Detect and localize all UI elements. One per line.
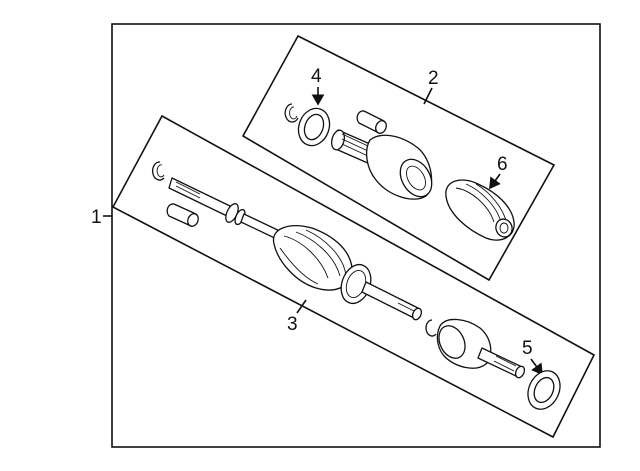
callout-5-arrow bbox=[530, 358, 543, 376]
dust-plug-upper bbox=[356, 110, 387, 134]
snap-ring-part bbox=[297, 107, 331, 147]
callout-2-label: 2 bbox=[428, 68, 439, 89]
callout-2-leader bbox=[423, 87, 433, 105]
c-clip-left bbox=[151, 161, 165, 181]
callout-6-label: 6 bbox=[497, 154, 508, 175]
callout-1-label: 1 bbox=[91, 207, 102, 228]
callout-6-arrow bbox=[489, 173, 501, 190]
outer-frame bbox=[111, 23, 601, 448]
callout-4-label: 4 bbox=[311, 66, 322, 87]
seal-ring-part bbox=[527, 370, 561, 410]
callout-5-label: 5 bbox=[522, 338, 533, 359]
dust-plug-lower bbox=[166, 203, 199, 227]
callout-3-label: 3 bbox=[287, 314, 298, 335]
callout-3-leader bbox=[296, 299, 307, 314]
inner-boot bbox=[272, 225, 353, 291]
inner-group-box bbox=[111, 114, 596, 439]
c-clip-middle bbox=[425, 319, 437, 337]
outer-cv-joint bbox=[331, 129, 433, 200]
inner-cv-joint bbox=[436, 318, 526, 379]
c-clip-upper bbox=[284, 103, 299, 123]
outer-group-box bbox=[241, 34, 556, 282]
inner-shaft bbox=[361, 281, 423, 321]
cv-boot-part bbox=[445, 179, 515, 241]
